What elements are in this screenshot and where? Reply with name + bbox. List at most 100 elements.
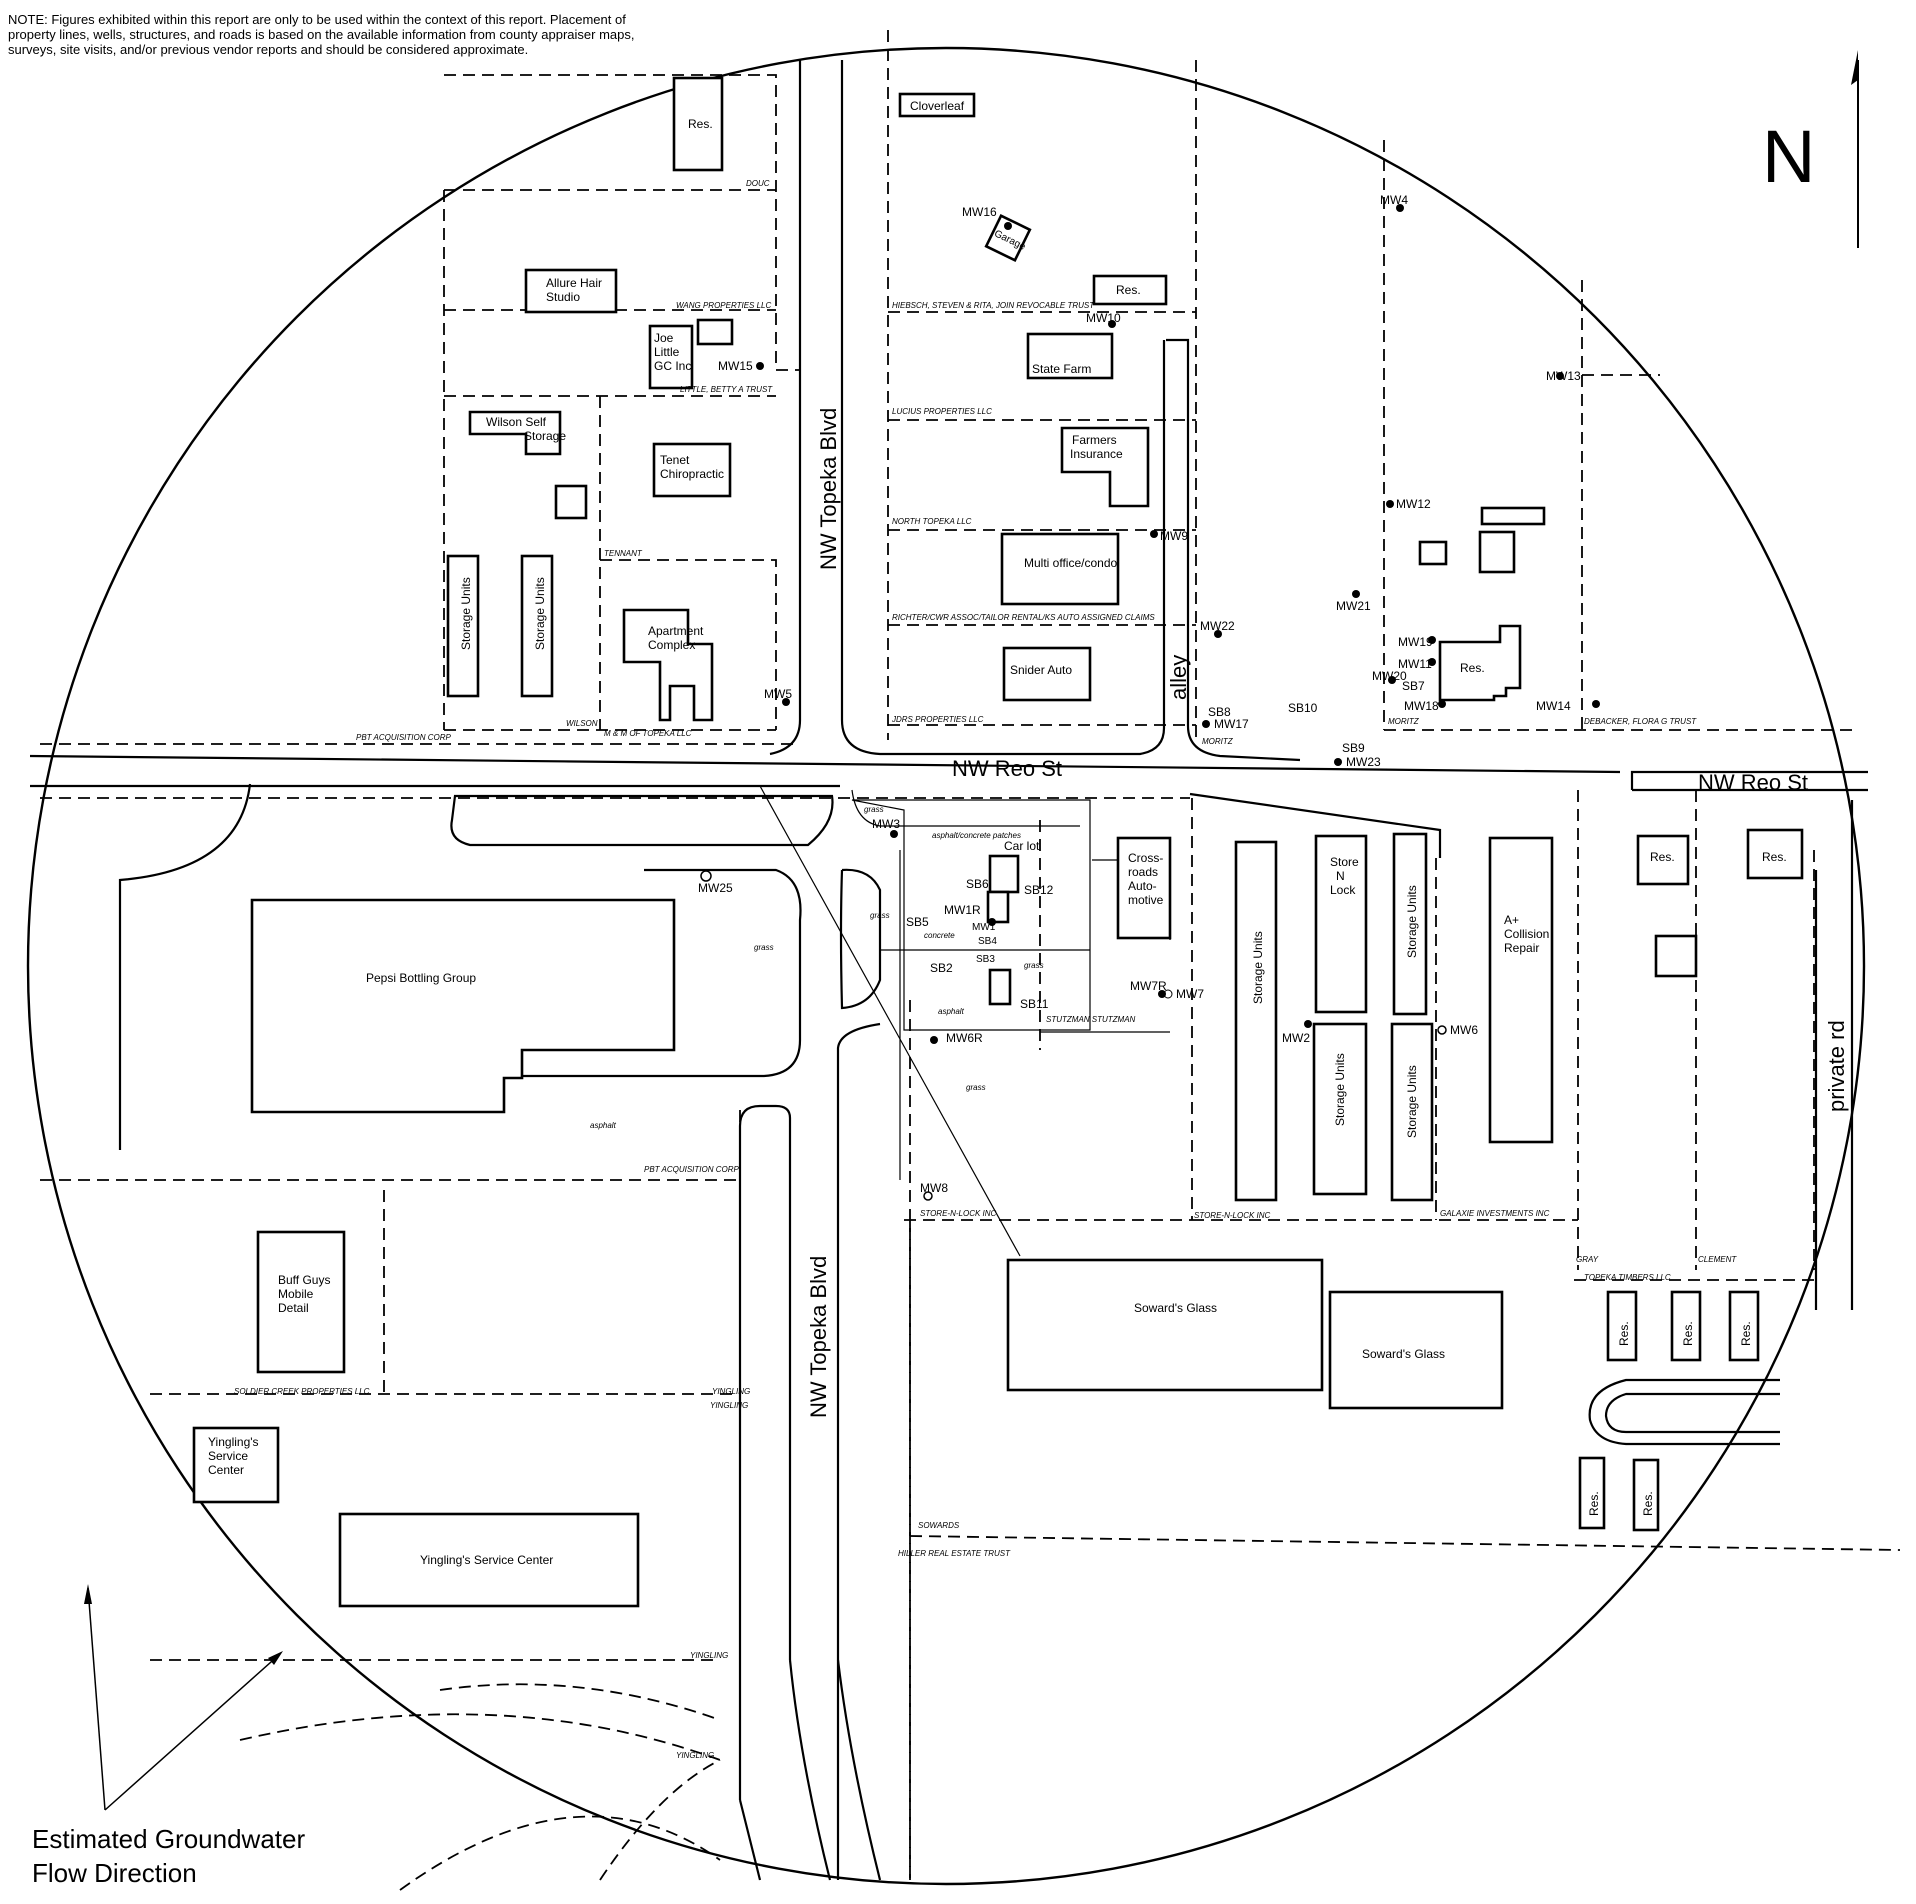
surface-labels: grass grass grass grass grass asphalt as… — [590, 805, 1044, 1130]
storage-a-label: Storage Units — [459, 577, 473, 650]
crossroads-label-4: motive — [1128, 893, 1164, 907]
residence-3 — [1636, 834, 1690, 886]
storage-d-label: Storage Units — [1405, 885, 1419, 958]
storage-c-label: Storage Units — [1251, 931, 1265, 1004]
residence-east-building — [1438, 624, 1522, 702]
well-mw2: MW2 — [1282, 1031, 1310, 1045]
well-mw8: MW8 — [920, 1181, 948, 1195]
residence-9 — [1632, 1458, 1660, 1532]
parcel-galaxie: GALAXIE INVESTMENTS INC — [1440, 1209, 1550, 1218]
boring-sb12: SB12 — [1024, 883, 1054, 897]
tenet-building — [652, 442, 732, 498]
parcel-labels: DOUC WANG PROPERTIES LLC LITTLE, BETTY A… — [234, 179, 1737, 1760]
parcel-mm: M & M OF TOPEKA LLC — [604, 729, 692, 738]
residence-5-label: Res. — [1617, 1321, 1631, 1346]
buff-label-1: Buff Guys — [278, 1273, 330, 1287]
surface-concrete: concrete — [924, 931, 955, 940]
soil-borings: SB8 SB10 SB9 SB7 SB6 SB12 SB5 SB2 SB4 SB… — [906, 679, 1425, 1011]
storage-units-c — [1234, 840, 1278, 1202]
sowards-glass-2 — [1328, 1290, 1504, 1410]
parcel-tennant: TENNANT — [604, 549, 643, 558]
well-mw15: MW15 — [718, 359, 753, 373]
well-mw6: MW6 — [1450, 1023, 1478, 1037]
yingling-small-label-3: Center — [208, 1463, 244, 1477]
tenet-label-1: Tenet — [660, 453, 690, 467]
alley-label: alley — [1166, 655, 1191, 700]
state-farm-label: State Farm — [1032, 362, 1091, 376]
storage-units-f — [1390, 1022, 1434, 1202]
storage-units-b — [520, 554, 554, 698]
joe-label-2: Little — [654, 345, 680, 359]
buildings: Res. Cloverleaf Garage Res. Allure Hair … — [192, 76, 1804, 1608]
parcel-pbt: PBT ACQUISITION CORP — [356, 733, 451, 742]
well-mw11: MW11 — [1398, 657, 1432, 671]
shed-east — [1654, 934, 1698, 978]
multi-label: Multi office/condo — [1024, 556, 1117, 570]
surface-grass-2: grass — [870, 911, 890, 920]
well-mw5: MW5 — [764, 687, 792, 701]
yingling-small-label-1: Yingling's — [208, 1435, 259, 1449]
well-mw25: MW25 — [698, 881, 733, 895]
well-mw10: MW10 — [1086, 311, 1121, 325]
parcel-snl-1: STORE-N-LOCK INC — [920, 1209, 997, 1218]
cloverleaf-building — [898, 92, 976, 118]
sowards-2-label: Soward's Glass — [1362, 1347, 1445, 1361]
car-lot-building-3 — [988, 968, 1012, 1006]
well-mw18: MW18 — [1404, 699, 1439, 713]
well-mw14: MW14 — [1536, 699, 1571, 713]
parcel-pbt-2: PBT ACQUISITION CORP — [644, 1165, 739, 1174]
boring-sb6: SB6 — [966, 877, 989, 891]
snider-auto-building — [1002, 646, 1092, 702]
residence-4-label: Res. — [1762, 850, 1787, 864]
parcel-yingling-3: YINGLING — [690, 1651, 728, 1660]
parcel-douc: DOUC — [746, 179, 770, 188]
boring-sb10: SB10 — [1288, 701, 1318, 715]
building-east-3 — [1418, 540, 1448, 566]
crossroads-label-1: Cross- — [1128, 851, 1163, 865]
parcel-yingling-2: YINGLING — [710, 1401, 748, 1410]
well-mw23: MW23 — [1346, 755, 1381, 769]
well-mw1-small: MW1 — [972, 922, 996, 933]
parcel-debacker: DEBACKER, FLORA G TRUST — [1584, 717, 1697, 726]
boring-sb2: SB2 — [930, 961, 953, 975]
residence-6-label: Res. — [1681, 1321, 1695, 1346]
storage-f-label: Storage Units — [1405, 1065, 1419, 1138]
store-n-lock-building — [1314, 834, 1368, 1014]
boring-sb8: SB8 — [1208, 705, 1231, 719]
crossroads-label-2: roads — [1128, 865, 1158, 879]
farmers-label-2: Insurance — [1070, 447, 1123, 461]
collision-label-3: Repair — [1504, 941, 1539, 955]
buff-guys-building — [256, 1230, 346, 1374]
surface-asphalt-2: asphalt — [590, 1121, 617, 1130]
well-mw3: MW3 — [872, 817, 900, 831]
parcel-soldier: SOLDIER CREEK PROPERTIES LLC — [234, 1387, 370, 1396]
car-lot-building-2 — [986, 890, 1010, 924]
joe-little-building — [648, 324, 694, 390]
monitoring-wells: MW15 MW5 MW16 MW10 MW9 MW22 MW17 MW23 MW… — [698, 193, 1600, 1201]
crossroads-label-3: Auto- — [1128, 879, 1157, 893]
surface-grass-5: grass — [966, 1083, 986, 1092]
boring-sb11: SB11 — [1020, 997, 1049, 1011]
small-building — [554, 484, 588, 520]
car-lot-building-1 — [988, 854, 1020, 894]
building-east-1 — [1480, 506, 1546, 526]
crossroads-building — [1116, 836, 1172, 940]
surface-grass-4: grass — [1024, 961, 1044, 970]
collision-label-1: A+ — [1504, 913, 1519, 927]
surface-patches: asphalt/concrete patches — [932, 831, 1021, 840]
well-mw7r: MW7R — [1130, 979, 1167, 993]
well-mw21: MW21 — [1336, 599, 1371, 613]
reo-st-label: NW Reo St — [952, 756, 1062, 781]
north-arrow: N — [1762, 50, 1859, 248]
parcel-clement: CLEMENT — [1698, 1255, 1737, 1264]
map-note: NOTE: Figures exhibited within this repo… — [8, 12, 635, 57]
topeka-south-label: NW Topeka Blvd — [806, 1256, 831, 1418]
well-mw13: MW13 — [1546, 369, 1581, 383]
flow-label-line-1: Estimated Groundwater — [32, 1824, 306, 1854]
well-mw4: MW4 — [1380, 193, 1408, 207]
snl-label-2: N — [1336, 869, 1345, 883]
apartment-building — [622, 608, 714, 722]
farmers-label-1: Farmers — [1072, 433, 1117, 447]
residence-7-label: Res. — [1739, 1321, 1753, 1346]
